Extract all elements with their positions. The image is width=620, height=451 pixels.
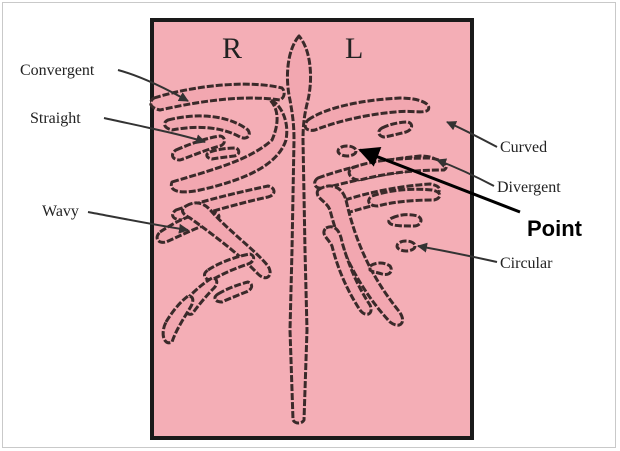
- side-label-left: L: [345, 32, 363, 65]
- palate-panel: [152, 20, 472, 438]
- rugae-circular: [397, 241, 415, 251]
- rugae-short-left-lower: [370, 263, 391, 275]
- rugae-point: [338, 146, 356, 156]
- label-point: Point: [527, 216, 583, 241]
- label-circular: Circular: [500, 255, 553, 272]
- label-wavy: Wavy: [42, 203, 79, 220]
- label-convergent: Convergent: [20, 62, 95, 79]
- label-curved: Curved: [500, 139, 547, 156]
- label-straight: Straight: [30, 110, 81, 127]
- side-label-right: R: [222, 32, 242, 65]
- label-divergent: Divergent: [497, 179, 561, 196]
- rugae-small-left-2: [389, 215, 421, 226]
